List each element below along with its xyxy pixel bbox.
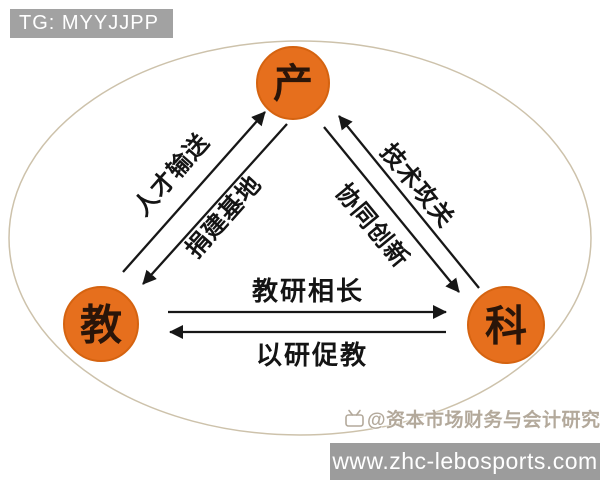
arrow-industry-to-science xyxy=(323,126,460,293)
edge-label-research-promotes-teaching: 以研促教 xyxy=(256,340,368,370)
node-industry: 产 xyxy=(256,46,330,120)
node-industry-circle xyxy=(256,46,330,120)
node-education: 教 xyxy=(63,286,139,362)
contact-badge: TG: MYYJJPP xyxy=(10,9,173,38)
node-science-circle xyxy=(467,286,545,364)
credit-text: @资本市场财务与会计研究 xyxy=(367,409,600,431)
arrow-education-to-industry xyxy=(122,111,266,273)
node-industry-label: 产 xyxy=(273,62,313,106)
edge-label-teaching-research-growth: 教研相长 xyxy=(252,276,364,306)
boundary-ellipse xyxy=(8,40,592,436)
credit-watermark: @资本市场财务与会计研究 xyxy=(344,405,600,431)
arrow-science-to-industry xyxy=(338,115,480,289)
node-education-circle xyxy=(63,286,139,362)
node-science-label: 科 xyxy=(485,303,527,350)
tv-logo-icon xyxy=(345,409,364,427)
website-url: www.zhc-lebosports.com xyxy=(332,448,598,474)
node-science: 科 xyxy=(467,286,545,364)
arrow-industry-to-education xyxy=(142,123,288,285)
node-education-label: 教 xyxy=(80,302,122,349)
website-url-bar: www.zhc-lebosports.com xyxy=(330,443,600,480)
